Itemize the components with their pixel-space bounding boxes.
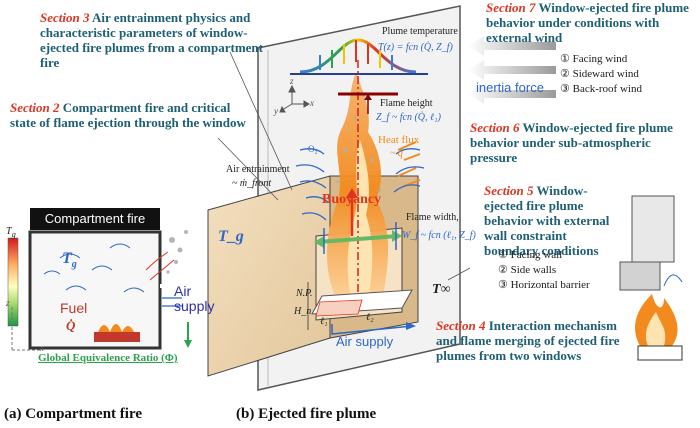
section-6-body: Window-ejected fire plume behavior under… bbox=[470, 120, 673, 165]
window-depth-label: ℓ₂ bbox=[366, 312, 374, 323]
section-4-number: Section 4 bbox=[436, 318, 486, 333]
plume-temperature-label: Plume temperature bbox=[382, 26, 458, 37]
air-entrainment-label: Air entrainment bbox=[226, 164, 290, 175]
compartment-drawing bbox=[7, 230, 192, 351]
section-3-text: Section 3 Air entrainment physics and ch… bbox=[40, 10, 265, 70]
plume-air-supply-label: Air supply bbox=[336, 334, 394, 349]
caption-a: (a) Compartment fire bbox=[4, 406, 143, 422]
neutral-plane-label: N.P. bbox=[296, 288, 313, 299]
flame-height-formula: Z_f ~ fcn (Q̇, ℓ₁) bbox=[376, 112, 441, 123]
tg-inside-label: Tg bbox=[62, 250, 77, 270]
section-pointer-lines bbox=[217, 51, 471, 281]
air-entrainment-arrows bbox=[295, 148, 425, 221]
compartment-axis-x: x bbox=[40, 343, 44, 353]
plume-axis-y: y bbox=[274, 106, 278, 116]
section-7-body: Window-ejected fire plume behavior under… bbox=[486, 0, 689, 45]
wall-cases-list: ① Facing wall ② Side walls ③ Horizontal … bbox=[498, 248, 638, 293]
caption-b: (b) Ejected fire plume bbox=[236, 406, 377, 422]
wall-constraint-sketch bbox=[619, 195, 683, 291]
section-5-text: Section 5 Window-ejected fire plume beha… bbox=[484, 183, 624, 258]
section-5-body: Window-ejected fire plume behavior with … bbox=[484, 183, 610, 258]
heat-flux-symbol: ~ q̇ bbox=[390, 148, 403, 159]
ambient-temperature-label: T∞ bbox=[432, 282, 451, 297]
compartment-axis-z: z bbox=[6, 298, 10, 308]
section-7-number: Section 7 bbox=[486, 0, 536, 15]
section-5-number: Section 5 bbox=[484, 183, 534, 198]
wall-case-2: ② Side walls bbox=[498, 264, 557, 276]
section-4-body: Interaction mechanism and flame merging … bbox=[436, 318, 620, 363]
flame-width-label: Flame width, bbox=[406, 212, 459, 223]
equivalence-ratio-label: Global Equivalence Ratio (Φ) bbox=[38, 352, 178, 364]
heat-flux-label: Heat flux bbox=[378, 134, 420, 146]
flame-height-marker bbox=[338, 92, 398, 114]
heat-flux-arrows bbox=[397, 141, 421, 187]
wind-cases-list: ① Facing wind ② Sideward wind ③ Back-roo… bbox=[560, 52, 700, 97]
section-7-text: Section 7 Window-ejected fire plume beha… bbox=[486, 0, 696, 45]
burner-and-air-supply bbox=[307, 282, 416, 335]
wind-arrows bbox=[468, 36, 556, 104]
section-6-text: Section 6 Window-ejected fire plume beha… bbox=[470, 120, 695, 165]
oxygen-label: O₂ bbox=[308, 144, 318, 154]
window-width-label: ℓ₁ bbox=[320, 316, 328, 327]
wall-case-3: ③ Horizontal barrier bbox=[498, 279, 590, 291]
section-3-body: Air entrainment physics and characterist… bbox=[40, 10, 263, 70]
buoyancy-label: Buoyancy bbox=[322, 192, 382, 207]
inertia-force-label: inertia force bbox=[476, 80, 544, 95]
wind-case-1: ① Facing wind bbox=[560, 53, 628, 65]
section-2-text: Section 2 Compartment fire and critical … bbox=[10, 100, 250, 130]
plume-temperature-formula: T(z) = fcn (Q̇, Z_f) bbox=[378, 42, 453, 53]
wind-case-3: ③ Back-roof wind bbox=[560, 83, 642, 95]
plume-axis-x: x bbox=[310, 98, 314, 108]
tg-inside-sub: g bbox=[71, 259, 77, 271]
tg-scale-sub: g bbox=[11, 230, 16, 239]
wind-case-2: ② Sideward wind bbox=[560, 68, 639, 80]
plume-temperature-profile bbox=[290, 38, 428, 75]
heat-release-rate-label: Q̇ bbox=[66, 318, 76, 333]
air-entrainment-symbol: ~ ṁ_front bbox=[232, 178, 272, 189]
flame-height-label: Flame height bbox=[380, 98, 433, 109]
tg-inside-symbol: T bbox=[62, 250, 72, 267]
section-6-number: Section 6 bbox=[470, 120, 520, 135]
two-window-flame-sketch bbox=[635, 294, 683, 361]
flame-width-formula: W_f ~ fcn (ℓ₁, Z_f) bbox=[402, 230, 476, 241]
buoyancy-arrow bbox=[346, 188, 358, 236]
wall-case-1: ① Facing wall bbox=[498, 249, 563, 261]
compartment-title: Compartment fire bbox=[30, 208, 160, 230]
window-height-label: H_n bbox=[294, 306, 312, 317]
compartment-air-supply-label: Air supply bbox=[174, 283, 215, 314]
section-2-number: Section 2 bbox=[10, 100, 60, 115]
fuel-label: Fuel bbox=[60, 300, 88, 316]
tg-scale-label: Tg bbox=[6, 226, 16, 239]
plume-axis-z: z bbox=[290, 76, 294, 86]
plume-tg-label: T_g bbox=[218, 228, 244, 245]
section-2-body: Compartment fire and critical state of f… bbox=[10, 100, 246, 130]
section-4-text: Section 4 Interaction mechanism and flam… bbox=[436, 318, 634, 363]
flame-width-arrow bbox=[314, 222, 402, 254]
tg-scale-symbol: T bbox=[6, 226, 12, 237]
plume-axes bbox=[279, 84, 310, 113]
section-3-number: Section 3 bbox=[40, 10, 90, 25]
